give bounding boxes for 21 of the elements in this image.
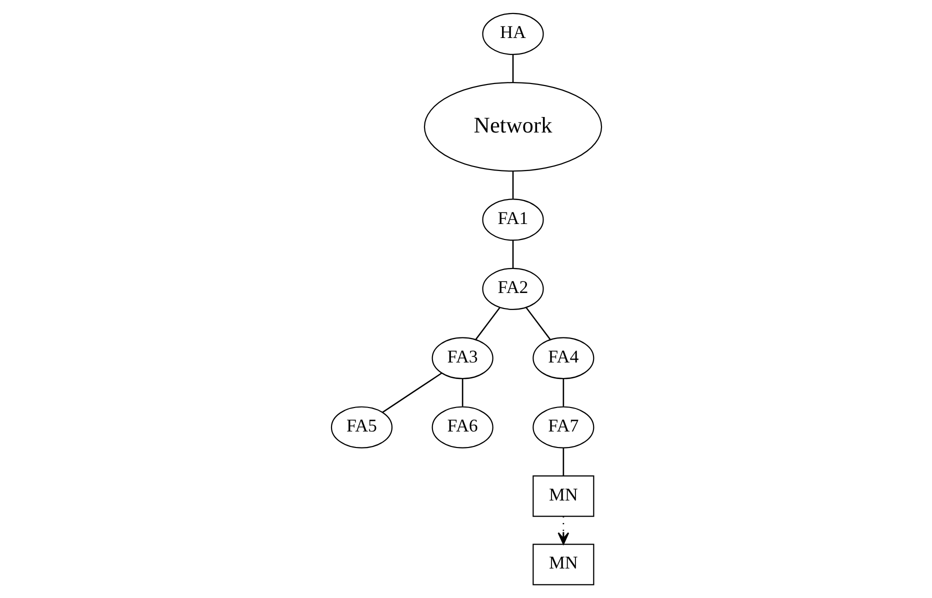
node-box: MN (532, 475, 594, 517)
node-ellipse: FA7 (532, 406, 594, 448)
node-ellipse: HA (482, 12, 544, 55)
node-ellipse: FA5 (330, 406, 392, 448)
node-ellipse: FA2 (482, 268, 544, 310)
node-ellipse: Network (423, 82, 602, 172)
arrow (557, 516, 569, 545)
connector (512, 54, 514, 82)
connector (562, 448, 564, 476)
connector (461, 378, 463, 406)
connector (474, 307, 500, 340)
node-ellipse: FA1 (482, 198, 544, 241)
node-ellipse: FA6 (431, 406, 493, 448)
connector (562, 378, 564, 406)
node-box: MN (532, 544, 594, 586)
connector (512, 171, 514, 199)
connector (525, 307, 550, 340)
node-ellipse: FA4 (532, 337, 594, 380)
connector (512, 240, 514, 268)
node-ellipse: FA3 (431, 337, 493, 380)
connector (382, 372, 442, 413)
